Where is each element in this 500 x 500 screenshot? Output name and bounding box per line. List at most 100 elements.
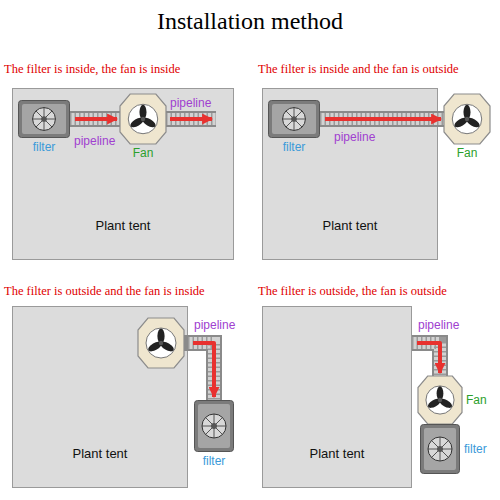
filter-body [19, 101, 70, 138]
filter-icon [194, 400, 234, 452]
pipe-outline [320, 111, 444, 127]
fan-ring [128, 104, 157, 133]
diagram-title: Installation method [0, 8, 500, 35]
tent-label: Plant tent [13, 218, 233, 233]
tent-ground [13, 307, 188, 488]
filter-face [22, 104, 66, 134]
inline-fan-illustration [138, 318, 190, 368]
pipe-outline [412, 343, 440, 376]
filter-icon [268, 100, 320, 138]
filter-grille [283, 108, 306, 131]
filter-hub [437, 446, 443, 452]
fan-housing [138, 318, 184, 368]
fan-blade [438, 397, 454, 410]
filter-label: filter [203, 454, 226, 468]
fan-housing [418, 376, 462, 424]
fan-ring [452, 104, 481, 133]
fan-blade [159, 340, 176, 354]
fan-label: Fan [466, 393, 487, 407]
filter-hub [291, 116, 297, 122]
tent-ground [263, 307, 412, 488]
filter-face [424, 428, 456, 470]
pipeline-label: pipeline [170, 96, 211, 110]
pipeline-label: pipeline [418, 318, 459, 332]
tent-label: Plant tent [13, 446, 187, 461]
fan-ring [426, 386, 454, 414]
carbon-filter: filter [194, 400, 234, 452]
pipe-outline [166, 111, 216, 127]
fan-blade [453, 116, 469, 129]
filter-label: filter [464, 442, 487, 456]
fan-housing [444, 94, 490, 144]
fan-icon [418, 376, 462, 424]
filter-body [269, 101, 320, 138]
plant-tent: Plant tent [262, 306, 412, 488]
plant-tent: filterFanPlant tent [12, 88, 234, 260]
airflow-arrow [75, 117, 117, 121]
fan-housing [120, 94, 166, 144]
pipeline-connector [70, 119, 120, 120]
filter-icon [18, 100, 70, 138]
airflow-arrow [417, 343, 440, 373]
fan-blade [129, 116, 145, 129]
filter-grille [33, 108, 56, 131]
inline-fan: Fan [418, 376, 462, 424]
fan-label: Fan [457, 146, 478, 160]
airflow-arrow [170, 117, 212, 121]
pipeline-connector [188, 343, 214, 400]
filter-hub [211, 423, 217, 429]
pipeline-label: pipeline [74, 134, 115, 148]
pipeline-label: pipeline [194, 318, 235, 332]
fan-ring [146, 328, 176, 358]
fan-hub [465, 117, 469, 121]
filter-hub [41, 116, 47, 122]
inline-fan: Fan [120, 94, 166, 144]
filter-grille [202, 414, 226, 438]
install-heading: The filter is inside and the fan is outs… [258, 62, 459, 77]
install-heading: The filter is outside, the fan is outsid… [258, 284, 447, 299]
pipe-body [412, 343, 440, 376]
plant-tent: Plant tent [12, 306, 188, 488]
pipe-ribs [320, 113, 444, 125]
fan-hub [438, 398, 442, 402]
fan-blade [147, 340, 164, 354]
fan-blade [426, 397, 442, 410]
pipe-ribs [412, 343, 440, 376]
pipe-ribs [188, 343, 214, 400]
pipe-body [70, 113, 120, 125]
tent-ground [13, 89, 234, 260]
pipe-body [320, 113, 444, 125]
pipeline-connector [320, 119, 444, 120]
tent-label: Plant tent [263, 446, 411, 461]
filter-body [421, 425, 460, 474]
plant-tent: filterPlant tent [262, 88, 438, 260]
install-heading: The filter is inside, the fan is inside [4, 62, 180, 77]
filter-body [195, 401, 234, 452]
pipe-body [166, 113, 216, 125]
filter-label: filter [283, 140, 306, 154]
filter-face [272, 104, 316, 134]
filter-label: filter [33, 140, 56, 154]
install-heading: The filter is outside and the fan is ins… [4, 284, 205, 299]
pipe-body [188, 343, 214, 400]
pipe-outline [70, 111, 120, 127]
exhaust-pipe [166, 119, 216, 120]
fan-icon [120, 94, 166, 144]
fan-hub [159, 341, 163, 345]
pipe-ribs [166, 113, 216, 125]
pipe-ribs [70, 113, 120, 125]
inline-fan: Fan [444, 94, 490, 144]
pipe-outline [188, 343, 214, 400]
fan-hub [141, 117, 145, 121]
pipeline-connector [412, 343, 440, 376]
tent-label: Plant tent [263, 218, 437, 233]
fan-label: Fan [133, 146, 154, 160]
fan-blade [465, 116, 481, 129]
carbon-filter: filter [18, 100, 70, 138]
airflow-arrow [193, 343, 214, 397]
carbon-filter: filter [420, 424, 460, 474]
pipeline-label: pipeline [334, 130, 375, 144]
filter-grille [428, 437, 452, 461]
